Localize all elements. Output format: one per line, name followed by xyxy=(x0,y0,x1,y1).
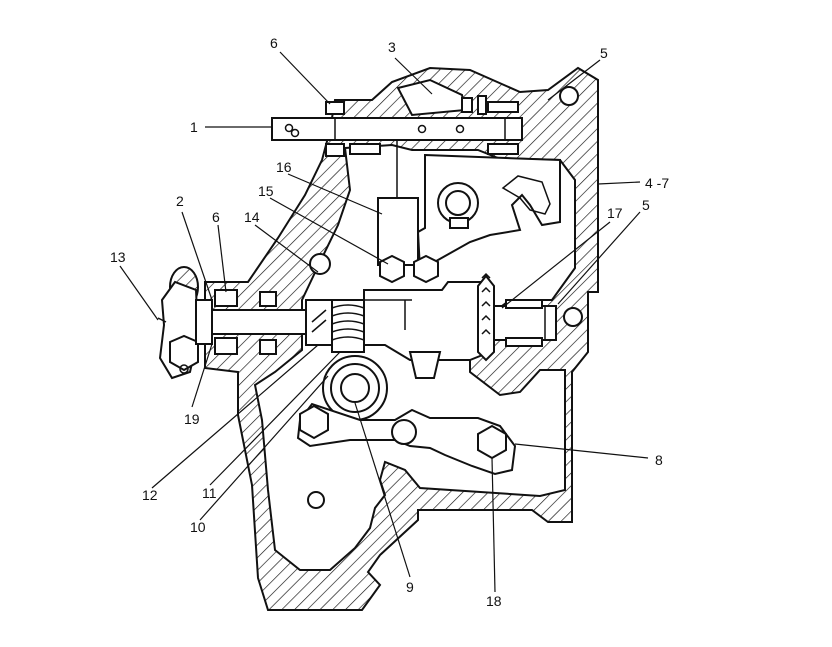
label-10: 10 xyxy=(190,519,206,535)
label-8: 8 xyxy=(655,452,663,468)
housing-hole-right xyxy=(563,307,583,327)
spring-11 xyxy=(331,299,365,353)
label-5-right: 5 xyxy=(642,197,650,213)
label-16: 16 xyxy=(276,159,292,175)
label-6-top: 6 xyxy=(270,35,278,51)
label-1: 1 xyxy=(190,119,198,135)
hex-nut-15-left xyxy=(379,254,405,284)
lever-16 xyxy=(377,197,419,266)
label-13: 13 xyxy=(110,249,126,265)
leader-lines xyxy=(119,51,649,593)
label-19: 19 xyxy=(184,411,200,427)
bracket-3 xyxy=(461,97,473,113)
housing-hole-top-right xyxy=(559,86,579,106)
housing-hole-left xyxy=(309,253,331,275)
label-5-top: 5 xyxy=(600,45,608,61)
shaft-1 xyxy=(271,117,523,141)
label-14: 14 xyxy=(244,209,260,225)
slider-block-12 xyxy=(305,299,333,346)
central-lever-block xyxy=(363,281,491,361)
seal-6-upper xyxy=(325,101,345,115)
label-15: 15 xyxy=(258,183,274,199)
label-6-left: 6 xyxy=(212,209,220,225)
label-18: 18 xyxy=(486,593,502,609)
label-3: 3 xyxy=(388,39,396,55)
label-2: 2 xyxy=(176,193,184,209)
label-4-7: 4 -7 xyxy=(645,175,669,191)
label-9: 9 xyxy=(406,579,414,595)
label-17: 17 xyxy=(607,205,623,221)
hex-nut-18 xyxy=(477,424,507,460)
pin-5-right xyxy=(493,305,557,341)
label-12: 12 xyxy=(142,487,158,503)
gear-sector-17 xyxy=(477,274,495,362)
hex-nut-15-right xyxy=(413,254,439,284)
seal-6-lower xyxy=(325,143,345,157)
label-11: 11 xyxy=(202,485,217,501)
